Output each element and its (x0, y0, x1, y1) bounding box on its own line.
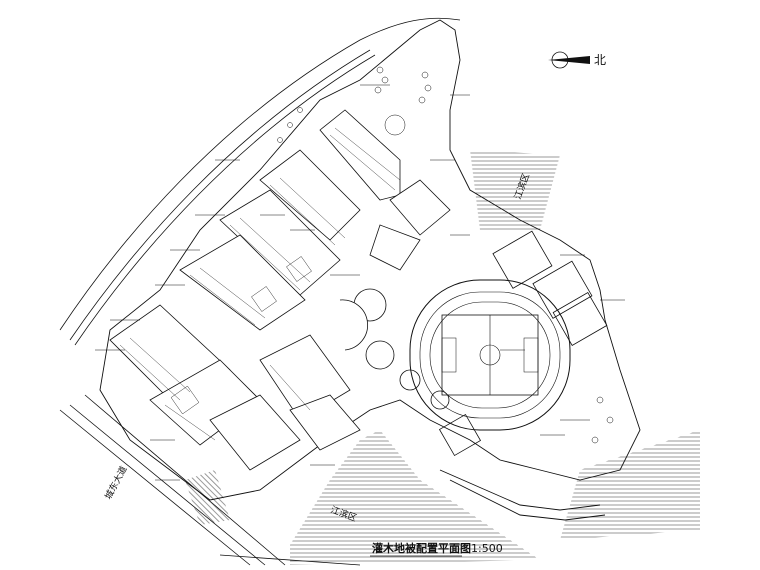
building-details (119, 127, 401, 441)
road-label: 城东大道 (102, 464, 130, 501)
buildings (109, 109, 451, 471)
courts (353, 230, 608, 457)
north-arrow-icon: 北 (548, 51, 606, 69)
drawing-title-text: 灌木地被配置平面图1:500 (372, 541, 503, 555)
title-name: 灌木地被配置平面图 (372, 541, 471, 555)
annotation-leaders (95, 84, 625, 481)
north-label: 北 (594, 53, 606, 67)
sports-track (409, 279, 571, 431)
drawing-title: 灌木地被配置平面图1:500 (370, 541, 503, 557)
shrub-symbols (277, 66, 614, 444)
title-scale: 1:500 (471, 542, 503, 555)
hatched-zones (185, 150, 700, 565)
